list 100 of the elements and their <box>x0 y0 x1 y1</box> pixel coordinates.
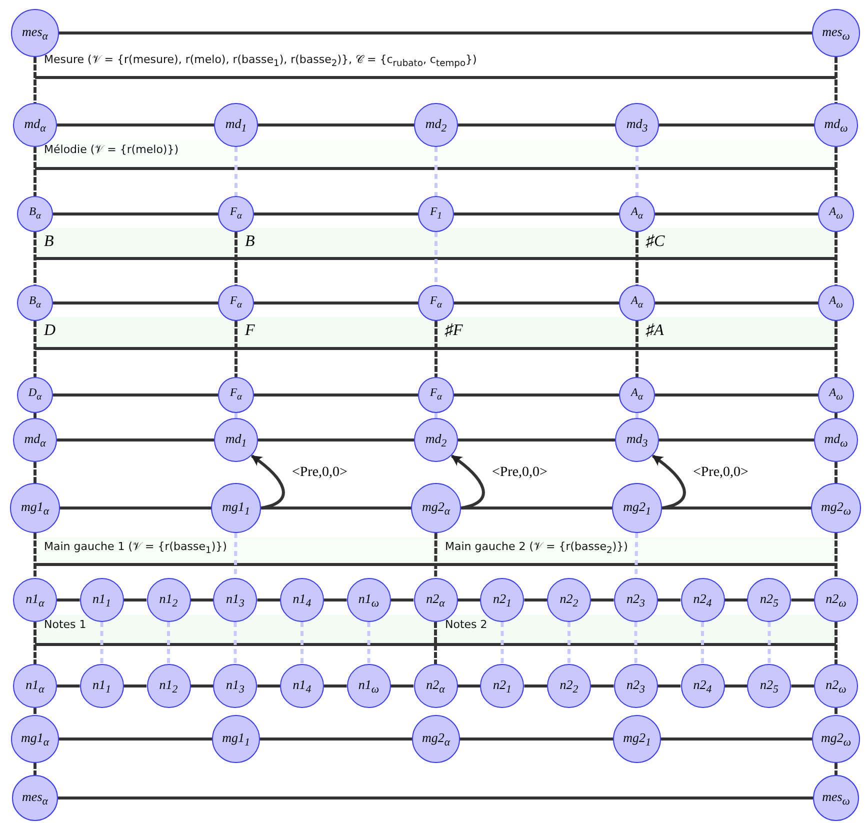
node-label: n2$_{2}$ <box>560 676 578 696</box>
node-label: n2$_{3}$ <box>626 590 645 610</box>
connector-line <box>390 684 414 688</box>
dashed-connector <box>834 462 838 483</box>
node-label: md$_{1}$ <box>225 116 247 134</box>
node-circle <box>214 103 258 147</box>
node-label: D$_{α}$ <box>28 387 42 403</box>
connector-line <box>124 684 146 688</box>
node-label: F$_{1}$ <box>430 206 442 222</box>
node-circle <box>414 664 458 708</box>
node-label: mg1$_{1}$ <box>222 498 250 518</box>
node-label: F$_{α}$ <box>430 387 442 403</box>
node-label: n2$_{α}$ <box>426 590 445 610</box>
dashed-connector <box>434 321 438 377</box>
node-circle <box>146 578 190 622</box>
node-circle <box>614 664 658 708</box>
node-label: n2$_{1}$ <box>493 590 512 610</box>
connector-line <box>659 124 814 126</box>
node-label: n2$_{ω}$ <box>826 676 846 696</box>
connector-line <box>254 212 418 216</box>
node-circle <box>17 196 53 232</box>
connector-line <box>190 684 214 688</box>
connector-line <box>261 506 411 510</box>
connector-line <box>659 438 814 442</box>
band-label: Notes 2 <box>445 618 488 631</box>
dashed-connector <box>34 57 36 103</box>
node-label: A$_{α}$ <box>630 206 644 222</box>
node-label: mg2$_{1}$ <box>623 498 651 518</box>
node-circle <box>214 418 258 462</box>
node-label: n2$_{4}$ <box>693 590 712 610</box>
dashed-connector <box>34 232 36 285</box>
band-label: Notes 1 <box>44 618 86 631</box>
dashed-connector <box>834 321 838 377</box>
node-circle <box>814 103 858 147</box>
node-label: mes$_{ω}$ <box>822 788 850 808</box>
node-circle <box>619 285 655 321</box>
node-label: md$_{α}$ <box>24 116 46 134</box>
note-name: ♯F <box>445 322 463 340</box>
node-circle <box>11 9 59 57</box>
node-circle <box>418 377 454 413</box>
dashed-connector <box>636 321 638 377</box>
node-label: n2$_{5}$ <box>760 676 778 696</box>
dashed-connector <box>834 413 838 418</box>
dashed-connector <box>834 708 838 715</box>
dashed-connector <box>300 622 304 664</box>
connector-line <box>591 684 614 688</box>
node-circle <box>418 196 454 232</box>
connector-line <box>390 598 414 602</box>
node-label: mg2$_{α}$ <box>422 730 450 748</box>
node-label: F$_{α}$ <box>230 387 242 403</box>
node-circle <box>13 664 57 708</box>
dashed-connector <box>34 763 36 775</box>
connector-line <box>57 124 214 126</box>
connector-line <box>254 394 418 396</box>
node-label: md$_{2}$ <box>425 116 447 134</box>
note-name: F <box>245 322 255 340</box>
node-label: B$_{α}$ <box>28 206 42 222</box>
node-circle <box>280 664 324 708</box>
dashed-connector <box>234 321 238 377</box>
edge-label: <Pre,0,0> <box>491 465 548 481</box>
node-label: n1$_{3}$ <box>226 590 244 610</box>
connector-line <box>59 32 812 34</box>
node-label: F$_{α}$ <box>430 295 442 311</box>
connector-line <box>724 598 748 602</box>
connector-line <box>458 438 615 442</box>
node-label: md$_{α}$ <box>24 430 46 450</box>
node-circle <box>218 285 254 321</box>
node-circle <box>11 715 59 763</box>
node-circle <box>12 775 58 821</box>
node-circle <box>613 715 661 763</box>
node-circle <box>13 418 57 462</box>
node-circle <box>680 664 724 708</box>
connector-line <box>57 438 214 442</box>
dashed-connector <box>234 622 237 664</box>
dashed-connector <box>834 533 838 578</box>
connector-line <box>59 738 212 740</box>
band-label: Mesure (𝒱 = {r(mesure), r(melo), r(basse$_{1}$), r(basse$_{2}$)}, 𝒞 = {c$_{rubato}$, c$_{tempo}$}) <box>44 53 477 70</box>
note-name: D <box>44 322 56 340</box>
node-circle <box>680 578 724 622</box>
node-circle <box>480 664 524 708</box>
node-circle <box>211 483 261 533</box>
dashed-connector <box>500 622 504 664</box>
connector-line <box>655 212 818 216</box>
node-label: A$_{α}$ <box>630 387 644 403</box>
node-label: n2$_{2}$ <box>560 590 578 610</box>
node-circle <box>614 578 658 622</box>
node-label: mg2$_{ω}$ <box>820 730 852 748</box>
node-circle <box>812 9 860 57</box>
node-label: n1$_{2}$ <box>159 676 178 696</box>
connector-line <box>53 212 218 216</box>
node-label: mg1$_{α}$ <box>20 498 50 518</box>
dashed-connector <box>434 147 438 196</box>
node-circle <box>414 418 458 462</box>
connector-line <box>260 738 412 740</box>
node-label: n1$_{α}$ <box>26 590 44 610</box>
node-circle <box>615 418 659 462</box>
node-label: n1$_{4}$ <box>292 676 312 696</box>
node-circle <box>814 664 858 708</box>
dashed-connector <box>234 413 238 418</box>
edge-label: <Pre,0,0> <box>291 465 348 481</box>
